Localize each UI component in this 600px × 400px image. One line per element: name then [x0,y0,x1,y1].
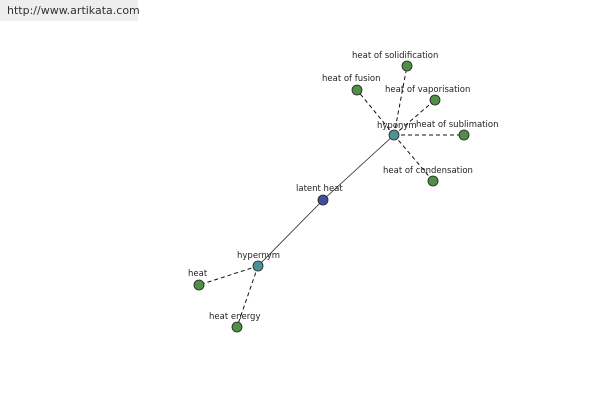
label-hyponym: hyponym [377,121,417,131]
edge-center-hyponym [322,134,395,201]
label-hypernym: hypernym [237,251,280,261]
label-heat-of-condensation: heat of condensation [383,166,473,176]
node-hypernym[interactable] [252,260,264,272]
edge-hyponym-fusion [356,89,395,136]
label-heat-of-solidification: heat of solidification [352,51,438,61]
label-heat-of-sublimation: heat of sublimation [416,120,498,130]
label-heat-of-vaporisation: heat of vaporisation [385,85,470,95]
label-heat-of-fusion: heat of fusion [322,74,381,84]
node-latent-heat[interactable] [317,194,329,206]
node-heat-of-vaporisation[interactable] [429,94,441,106]
watermark-link[interactable]: http://www.artikata.com [7,4,140,17]
node-heat[interactable] [193,279,205,291]
label-heat-energy: heat energy [209,312,260,322]
node-heat-of-sublimation[interactable] [458,129,470,141]
node-heat-of-solidification[interactable] [401,60,413,72]
edge-hyponym-solidification [393,65,408,136]
watermark-bar: http://www.artikata.com [0,0,140,21]
node-heat-energy[interactable] [231,321,243,333]
label-heat: heat [188,269,208,279]
edge-hyponym-vaporisation [393,99,436,136]
label-latent-heat: latent heat [296,184,343,194]
edge-hypernym-heat-energy [236,265,259,328]
node-heat-of-condensation[interactable] [427,175,439,187]
node-hyponym[interactable] [388,129,400,141]
edge-center-hypernym [257,199,324,267]
edge-hyponym-condensation [393,134,434,182]
node-heat-of-fusion[interactable] [351,84,363,96]
edge-hypernym-heat [198,265,259,286]
